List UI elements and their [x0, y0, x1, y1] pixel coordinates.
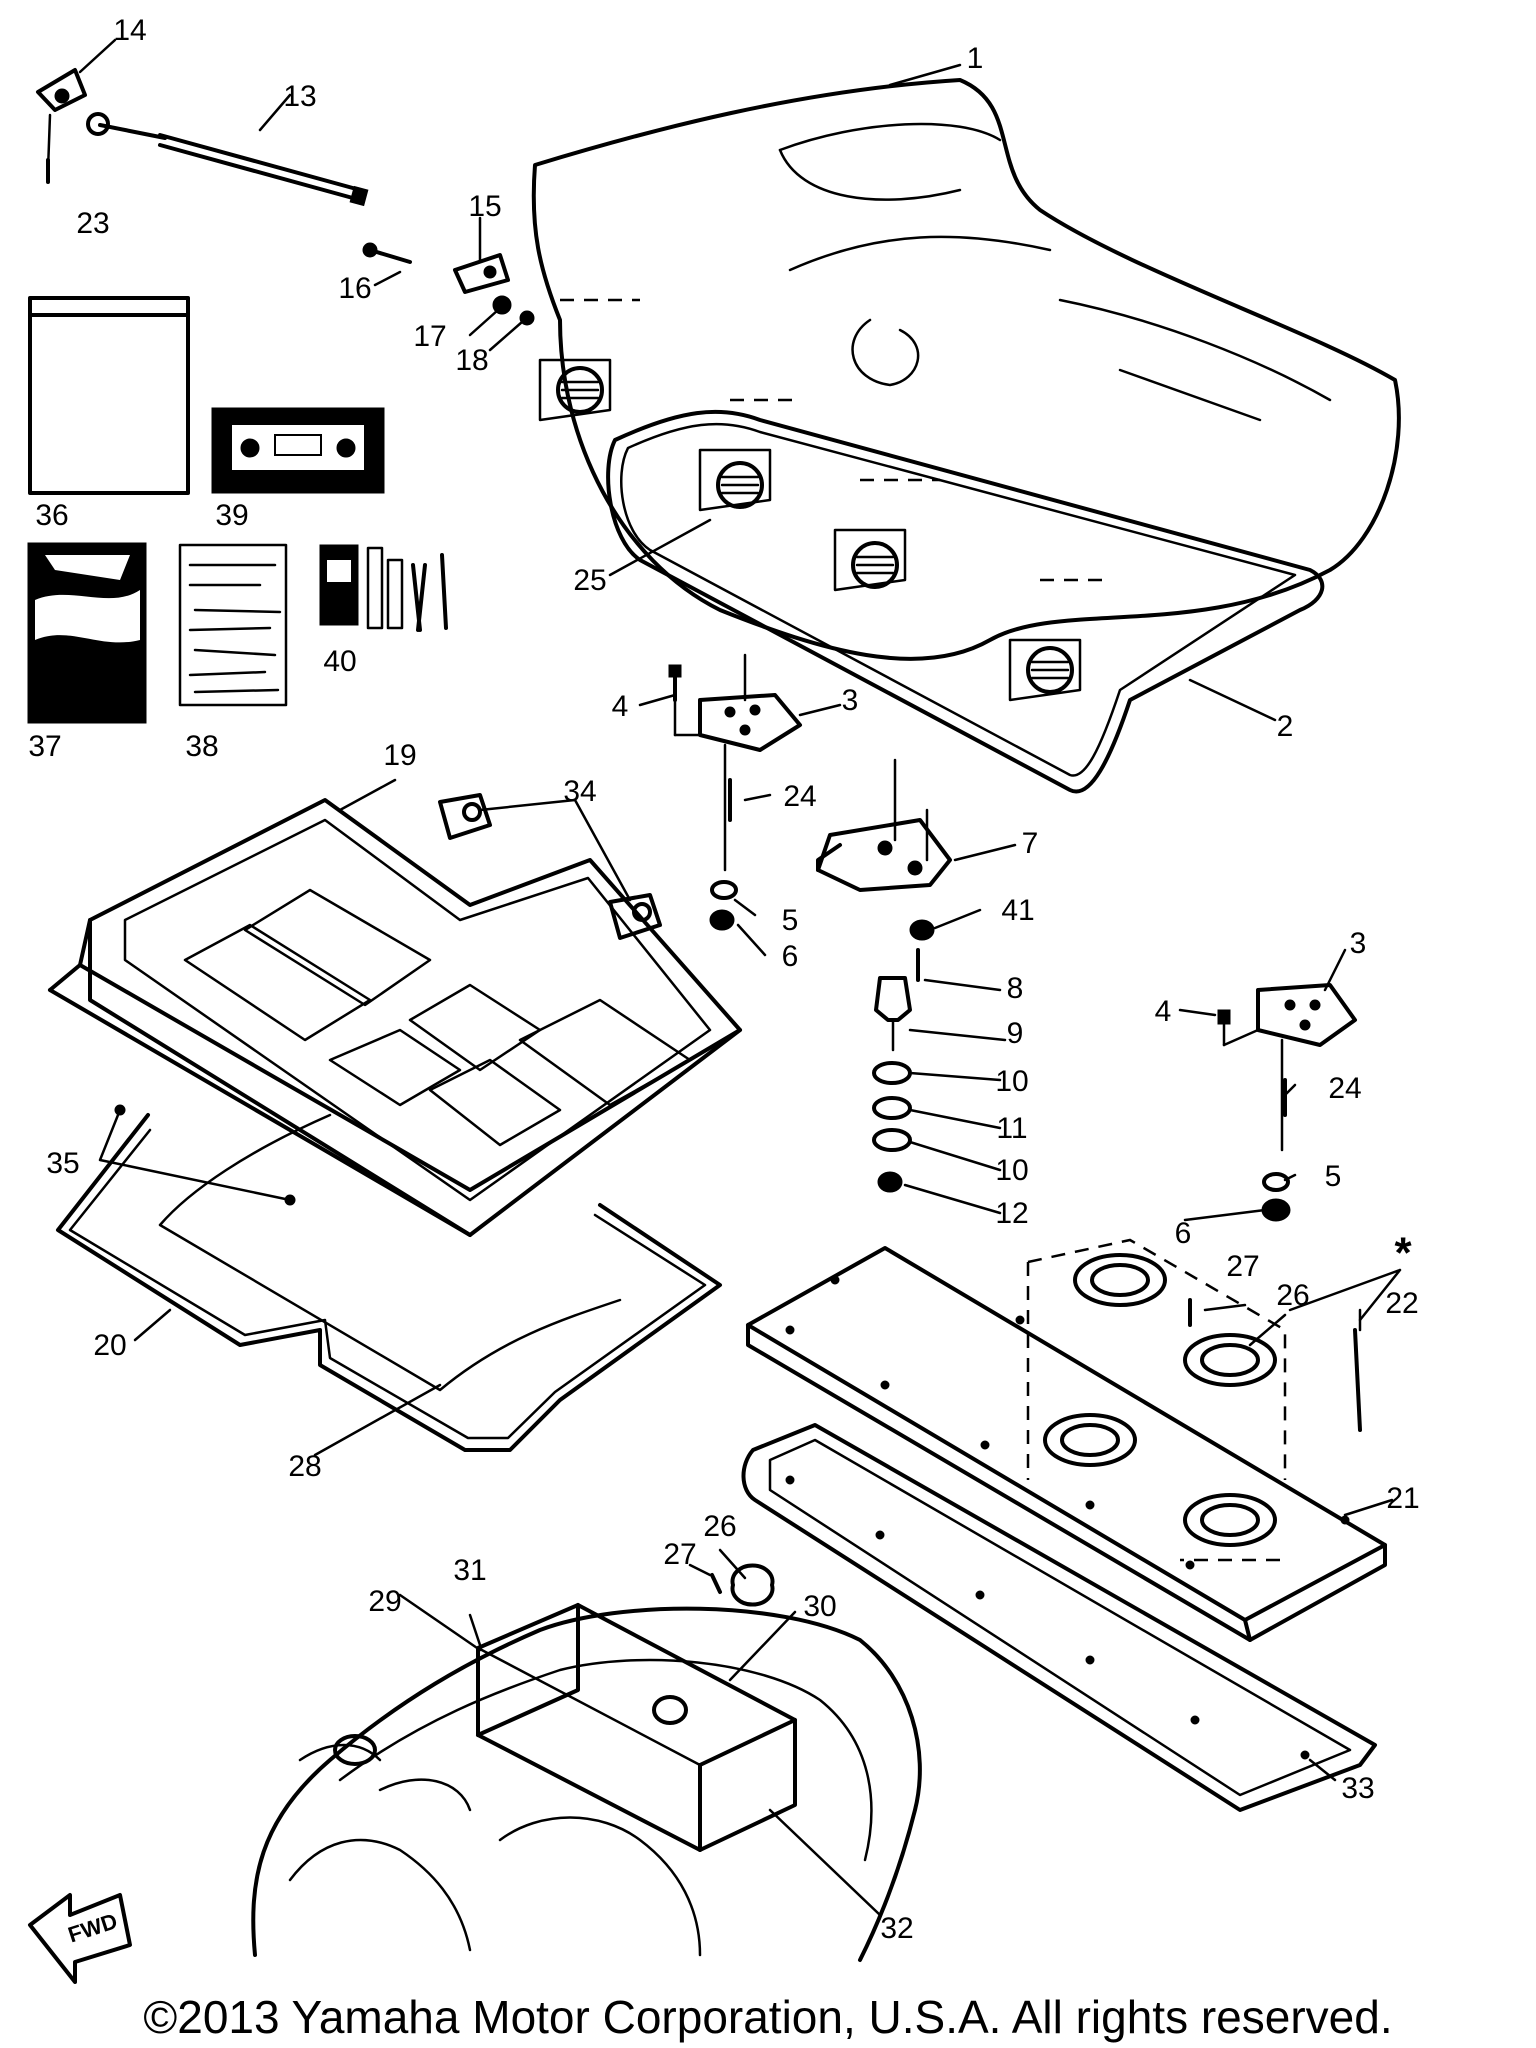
part-label: 4 — [612, 690, 629, 723]
part-label: 15 — [468, 190, 501, 223]
hinge-right — [1217, 983, 1357, 1222]
part-label: 11 — [996, 1112, 1027, 1145]
screws-35 — [114, 1104, 296, 1206]
gasket-33 — [741, 1423, 1377, 1812]
clips-34 — [438, 793, 662, 940]
nut-12 — [877, 1171, 903, 1193]
part-label: 10 — [995, 1065, 1028, 1098]
latch-bracket-7 — [816, 758, 952, 892]
screw-22 — [1353, 1328, 1362, 1432]
hinge-left — [668, 653, 802, 931]
part-label: 5 — [1325, 1160, 1342, 1193]
part-label: 12 — [995, 1197, 1028, 1230]
gasket-28 — [158, 1113, 622, 1392]
nut-18 — [519, 310, 535, 326]
part-labels: 1 2 3 3 4 4 5 5 6 6 7 8 9 10 10 11 12 13… — [28, 14, 1419, 1945]
manual-38 — [178, 543, 288, 707]
part-label: 22 — [1385, 1287, 1418, 1320]
hatch-dashed-outline — [1026, 1238, 1287, 1562]
gas-strut — [86, 112, 369, 207]
part-label: 37 — [28, 730, 61, 763]
mat-20 — [56, 1113, 722, 1452]
part-label: 5 — [782, 904, 799, 937]
part-label: 7 — [1022, 827, 1039, 860]
part-label: 25 — [573, 564, 606, 597]
fwd-arrow: FWD — [28, 1893, 132, 1984]
seat-frame — [560, 298, 1325, 794]
screw-27b — [710, 1573, 722, 1594]
strut-lower-bracket — [453, 253, 510, 294]
part-label: 41 — [1001, 894, 1034, 927]
part-label: 39 — [215, 499, 248, 532]
part-label: 31 — [453, 1554, 486, 1587]
part-label: 30 — [803, 1590, 836, 1623]
owners-manual-36 — [28, 296, 190, 495]
leader-lines — [78, 38, 1402, 1917]
part-label: 20 — [93, 1329, 126, 1362]
vent-1 — [538, 358, 612, 422]
part-label: 29 — [368, 1585, 401, 1618]
hatch-rings-26 — [1043, 1253, 1277, 1547]
bolt-16 — [362, 242, 412, 264]
hatch-plate-21 — [746, 1246, 1387, 1642]
part-label: 19 — [383, 739, 416, 772]
part-label: 3 — [842, 684, 859, 717]
part-label: 28 — [288, 1450, 321, 1483]
part-label: 8 — [1007, 972, 1024, 1005]
storage-box-31 — [476, 1603, 797, 1852]
latch-pin-9 — [874, 976, 912, 1052]
strut-upper-bracket — [36, 68, 87, 172]
washers-10-11 — [872, 1061, 912, 1152]
part-label: 2 — [1277, 710, 1294, 743]
video-cassette-39 — [211, 407, 385, 494]
manual-37 — [27, 542, 147, 724]
part-label: 23 — [76, 207, 109, 240]
part-label: 21 — [1386, 1482, 1419, 1515]
vent-4 — [1008, 638, 1082, 702]
part-label: 1 — [967, 42, 984, 75]
vent-2 — [698, 448, 772, 512]
hull — [251, 1606, 922, 1962]
part-label: 26 — [1276, 1279, 1309, 1312]
cap-26b — [730, 1563, 775, 1607]
part-label: * — [1394, 1229, 1412, 1278]
part-label: 10 — [995, 1154, 1028, 1187]
part-label: 40 — [323, 645, 356, 678]
part-label: 26 — [703, 1510, 736, 1543]
part-label: 35 — [46, 1147, 79, 1180]
part-label: 33 — [1341, 1772, 1374, 1805]
part-label: 36 — [35, 499, 68, 532]
nut-41 — [909, 919, 935, 941]
part-label: 32 — [880, 1912, 913, 1945]
tool-kit-40 — [319, 544, 448, 632]
part-label: 14 — [113, 14, 146, 47]
part-label: 38 — [185, 730, 218, 763]
part-label: 4 — [1155, 995, 1172, 1028]
vent-3 — [833, 528, 907, 592]
part-label: 27 — [663, 1538, 696, 1571]
seat — [531, 78, 1401, 661]
part-label: 24 — [783, 780, 816, 813]
part-label: 17 — [413, 320, 446, 353]
storage-tray — [48, 798, 742, 1237]
part-label: 9 — [1007, 1017, 1024, 1050]
vent-grilles — [538, 358, 1082, 702]
part-label: 13 — [283, 80, 316, 113]
part-label: 6 — [782, 940, 799, 973]
part-label: 3 — [1350, 927, 1367, 960]
part-label: 27 — [1226, 1250, 1259, 1283]
copyright-notice: ©2013 Yamaha Motor Corporation, U.S.A. A… — [143, 1991, 1393, 2043]
part-label: 24 — [1328, 1072, 1361, 1105]
part-label: 16 — [338, 272, 371, 305]
part-label: 18 — [455, 344, 488, 377]
part-label: 34 — [563, 775, 596, 808]
part-label: 6 — [1175, 1217, 1192, 1250]
